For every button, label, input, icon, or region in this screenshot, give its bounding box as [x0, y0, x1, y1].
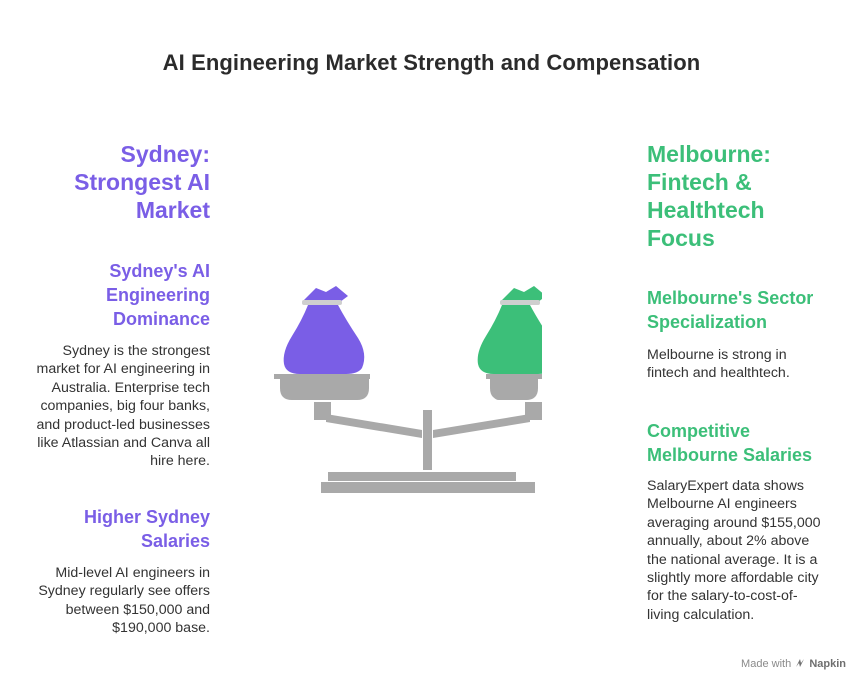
money-bag-icon [477, 286, 542, 374]
made-with-napkin: Made with Napkin [741, 658, 846, 670]
left-bag-body [283, 305, 365, 374]
sydney-dominance-title: Sydney's AI Engineering Dominance [105, 261, 210, 329]
left-pan-rim [274, 374, 370, 379]
balance-scale-icon [274, 286, 542, 493]
sydney-salaries-text: Mid-level AI engineers in Sydney regular… [38, 565, 210, 637]
scale-base-top [328, 472, 516, 481]
right-bag-body [477, 305, 542, 374]
scale-beam-right [433, 414, 530, 438]
melbourne-specialization-title: Melbourne's Sector Specialization [647, 288, 814, 332]
sydney-dominance-text: Sydney is the strongest market for AI en… [36, 343, 210, 470]
melbourne-heading: Melbourne: Fintech & Healthtech Focus [647, 141, 771, 251]
scale-base-bottom [321, 482, 535, 493]
right-pan-stem [525, 402, 542, 420]
right-pan [490, 378, 538, 400]
page-title: AI Engineering Market Strength and Compe… [162, 50, 701, 75]
scale-post [423, 410, 432, 470]
melbourne-specialization-text: Melbourne is strong in fintech and healt… [647, 347, 790, 382]
left-bag-tie [302, 300, 342, 305]
sydney-heading: Sydney: Strongest AI Market [74, 141, 210, 223]
sydney-salaries-title: Higher Sydney Salaries [83, 507, 210, 551]
scale-beam-left [326, 414, 422, 438]
left-bag-top [304, 286, 348, 302]
money-bag-icon [283, 286, 365, 374]
melbourne-salaries-text: SalaryExpert data shows Melbourne AI eng… [647, 478, 821, 623]
right-bag-top [502, 286, 542, 302]
right-pan-rim [486, 374, 542, 379]
melbourne-salaries-title: Competitive Melbourne Salaries [647, 421, 813, 465]
right-bag-tie [500, 300, 540, 305]
left-pan-stem [314, 402, 331, 420]
left-pan [280, 378, 369, 400]
napkin-logo-icon [795, 658, 805, 668]
